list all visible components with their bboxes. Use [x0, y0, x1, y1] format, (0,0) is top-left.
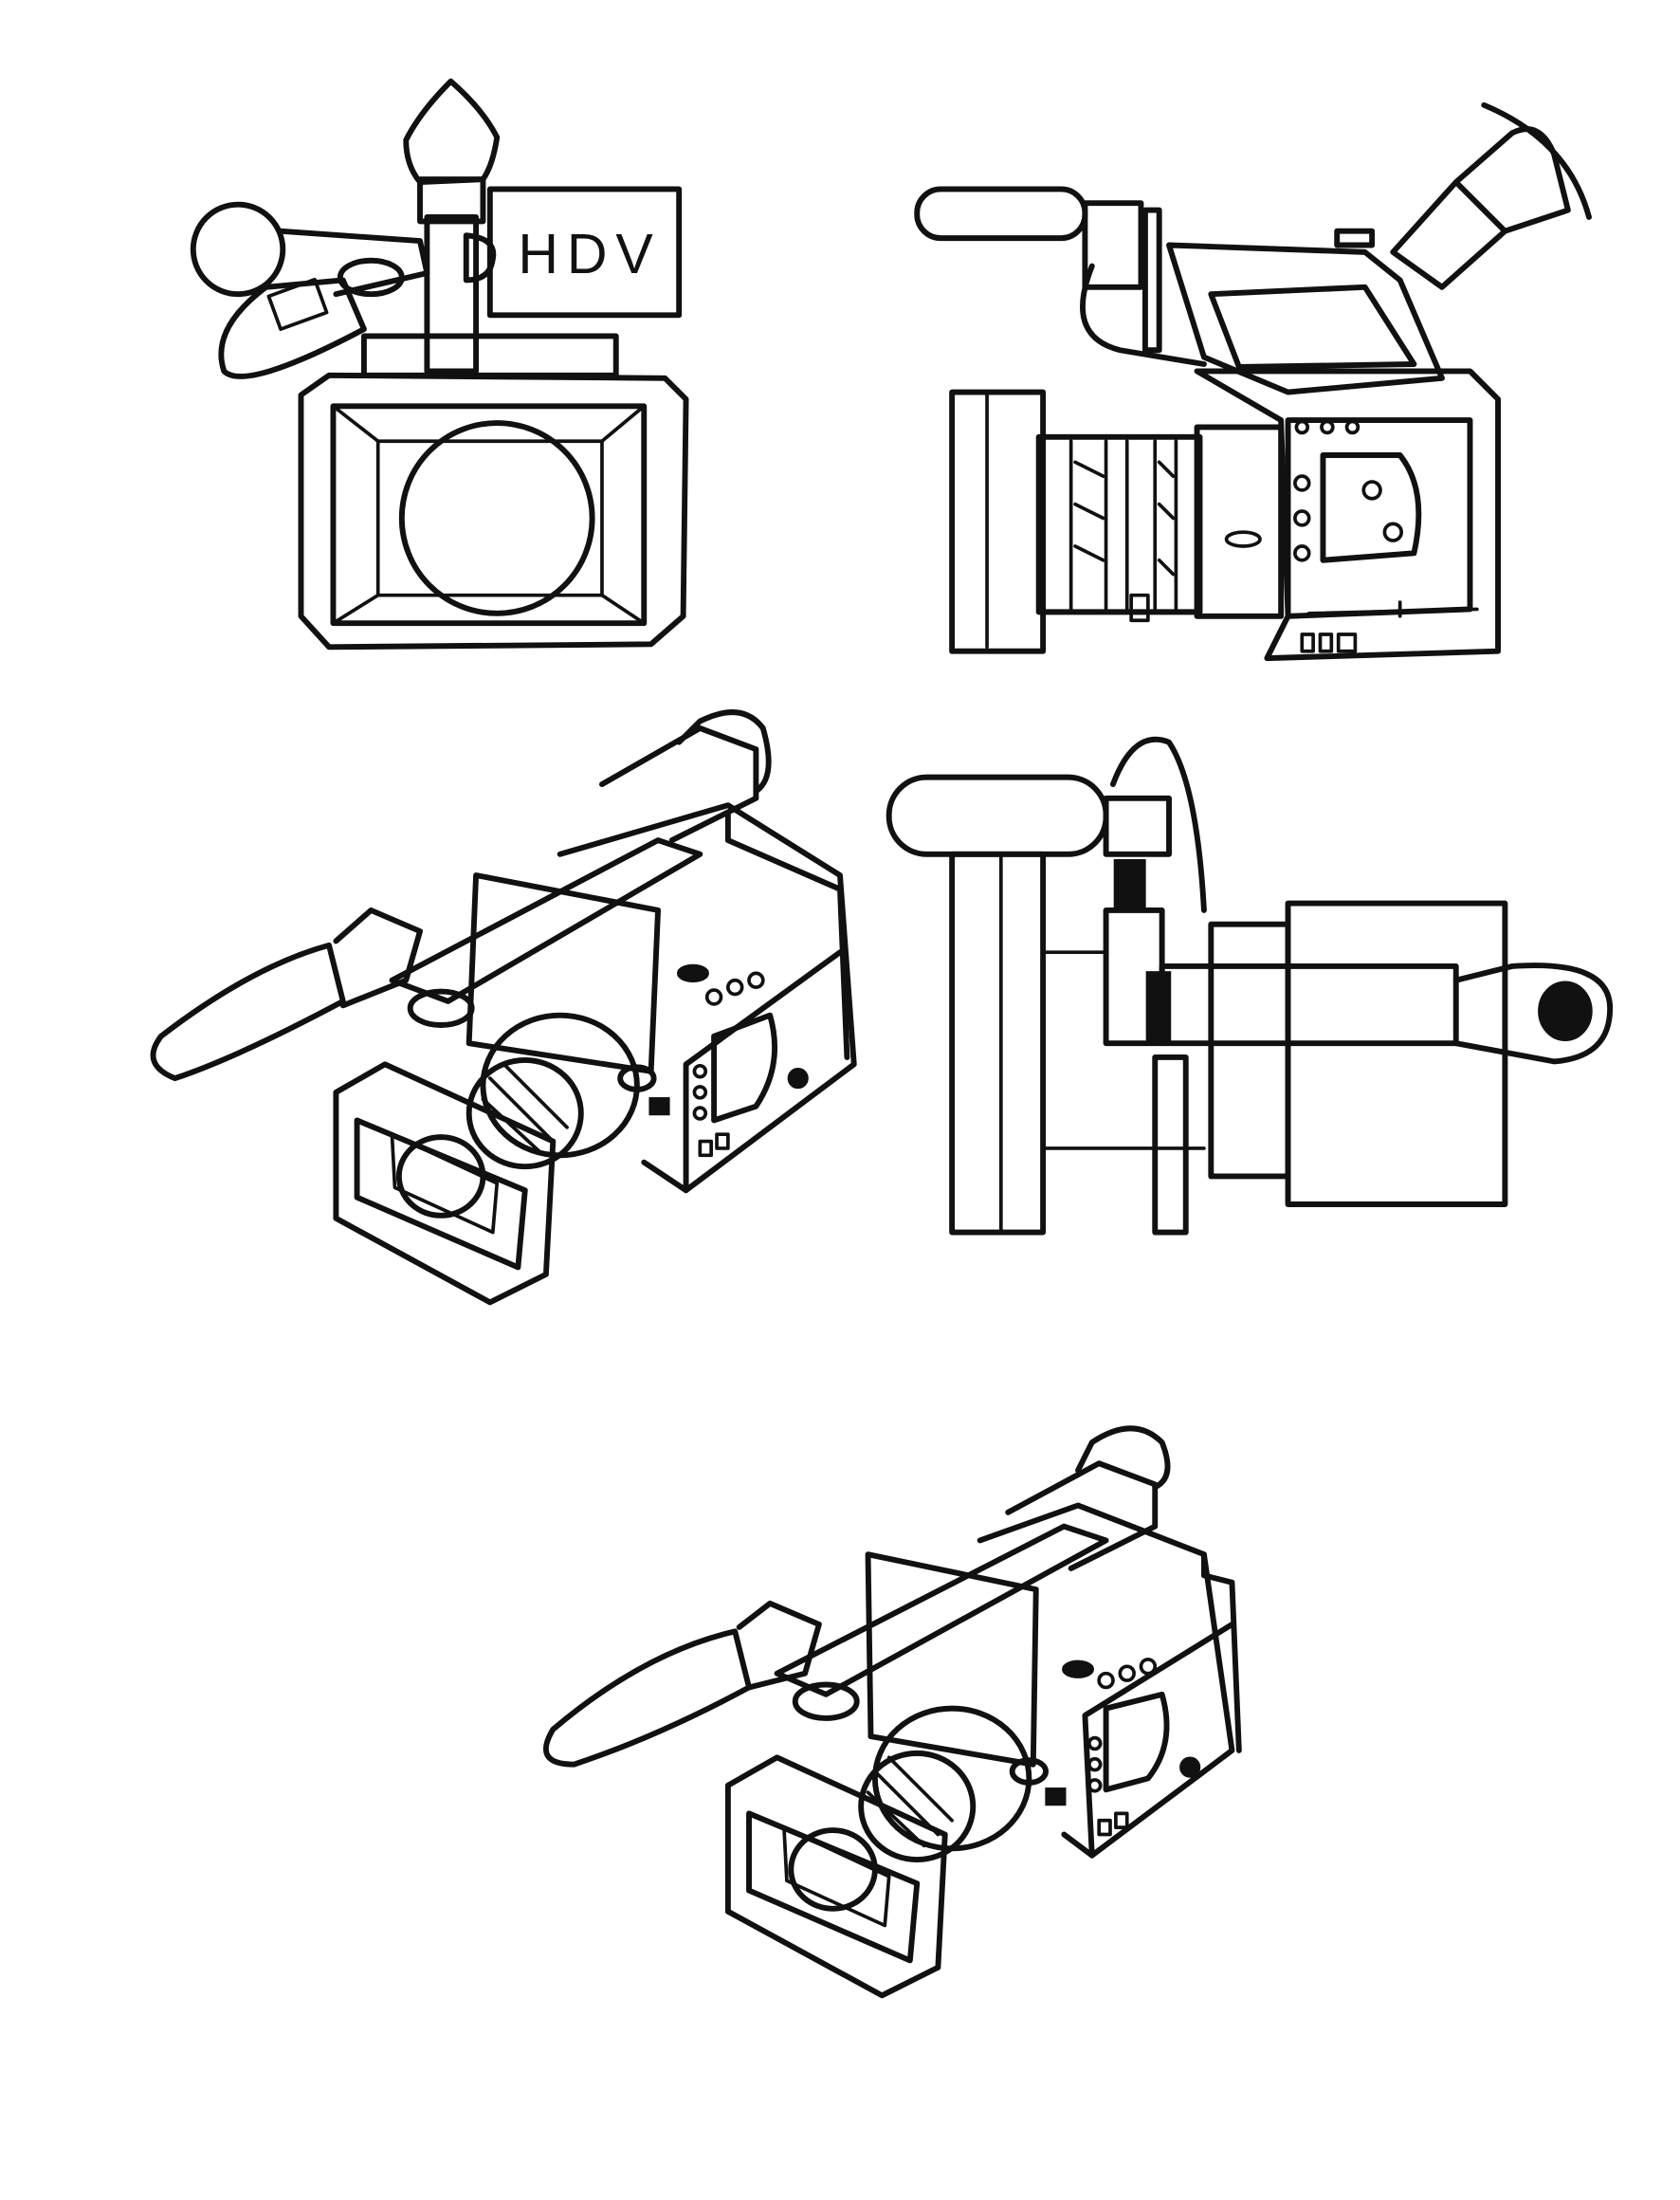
camcorder-isometric-view-1	[150, 709, 857, 1306]
camcorder-back-view	[886, 736, 1614, 1236]
camcorder-side-view	[914, 101, 1592, 662]
camcorder-isometric-view-2	[542, 1425, 1242, 1999]
camcorder-front-view: HDV	[190, 78, 689, 651]
viewfinder-label: HDV	[518, 223, 661, 285]
